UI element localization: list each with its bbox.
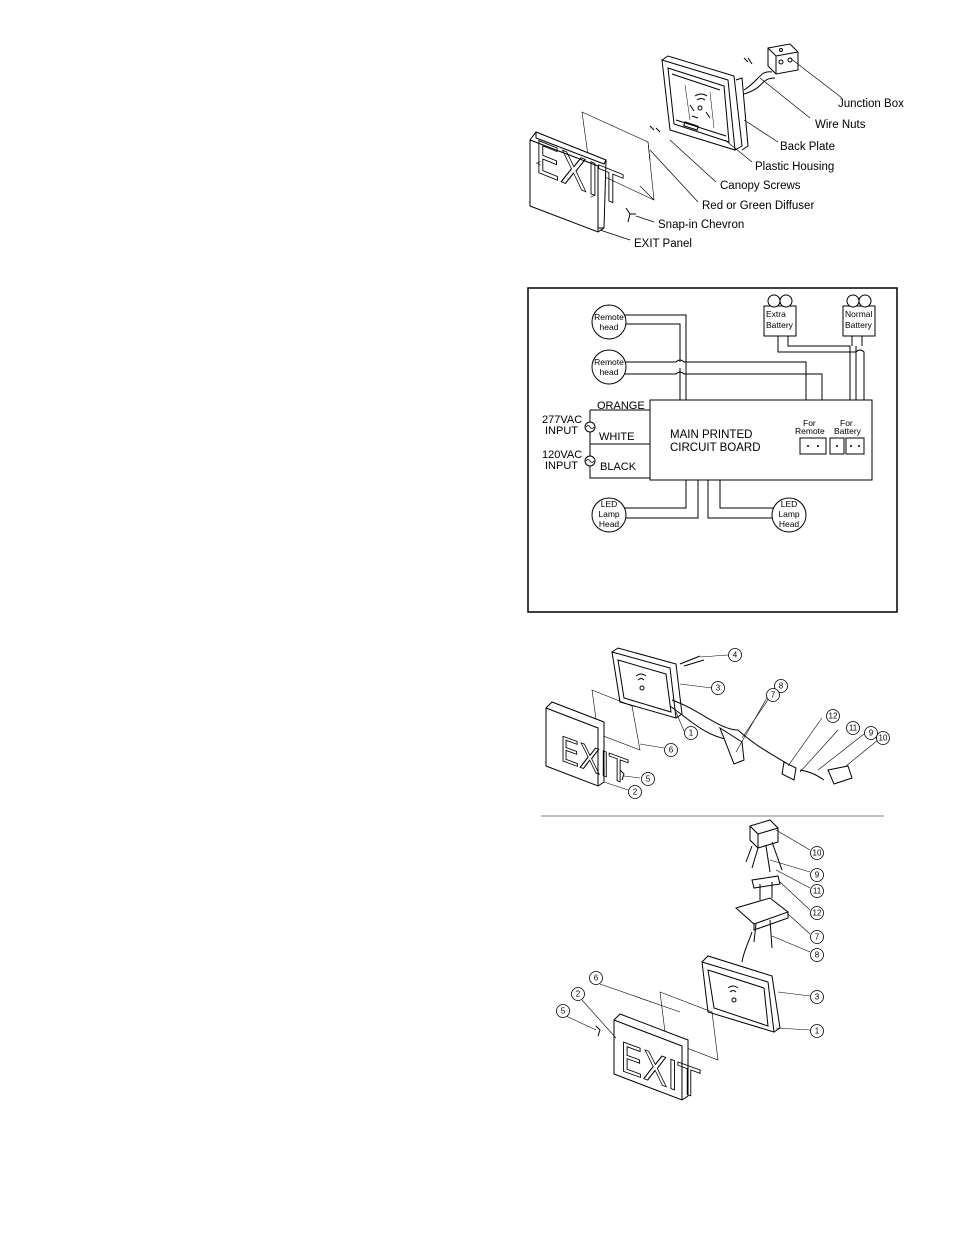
for-remote-label: For [803, 418, 816, 428]
plastic-housing-drawing [661, 55, 743, 151]
led-lamp-head-left-label: LED [601, 499, 618, 509]
label-black: BLACK [600, 461, 637, 473]
svg-text:Head: Head [599, 519, 620, 529]
exploded-view [529, 43, 843, 241]
label-white: WHITE [599, 431, 634, 443]
side-callout-7: 7 [771, 691, 776, 700]
ceiling-callout-6: 6 [594, 974, 599, 983]
side-callout-5: 5 [646, 775, 651, 784]
label-back-plate: Back Plate [780, 141, 835, 153]
ceiling-callout-10: 10 [813, 849, 822, 858]
side-callout-1: 1 [689, 729, 694, 738]
svg-text:head: head [600, 322, 619, 332]
side-callout-9: 9 [869, 729, 874, 738]
svg-text:Remote: Remote [795, 426, 825, 436]
side-mount-callouts [628, 648, 890, 799]
wiring-lines [589, 314, 865, 519]
label-canopy-screws: Canopy Screws [720, 180, 801, 192]
side-callout-8: 8 [779, 682, 784, 691]
ceiling-mount-callouts [556, 846, 824, 1038]
pcb-label-line1: MAIN PRINTED [670, 429, 752, 441]
side-callout-2: 2 [633, 788, 638, 797]
pcb-label-line2: CIRCUIT BOARD [670, 442, 761, 454]
svg-text:Head: Head [779, 519, 800, 529]
led-lamp-head-right [771, 497, 807, 533]
label-wire-nuts: Wire Nuts [815, 119, 866, 131]
normal-battery [842, 294, 876, 337]
ceiling-callout-7: 7 [815, 933, 820, 942]
ceiling-callout-11: 11 [813, 887, 822, 896]
label-120-input: INPUT [545, 460, 578, 472]
remote-head-1 [591, 304, 627, 340]
led-lamp-head-right-label: LED [781, 499, 798, 509]
exit-panel-drawing [529, 131, 607, 233]
remote-head-2-label: Remote [594, 357, 624, 367]
ceiling-callout-2: 2 [576, 990, 581, 999]
side-callout-3: 3 [716, 684, 721, 693]
normal-battery-label: Normal [845, 309, 873, 319]
label-exit-panel: EXIT Panel [634, 238, 692, 250]
remote-head-2 [591, 349, 627, 385]
ceiling-callout-5: 5 [561, 1007, 566, 1016]
side-callout-11: 11 [849, 724, 858, 733]
wiring-diagram-frame [527, 287, 898, 613]
side-callout-4: 4 [733, 651, 738, 660]
svg-text:Lamp: Lamp [598, 509, 620, 519]
side-callout-12: 12 [829, 712, 838, 721]
back-plate-drawing [735, 77, 749, 151]
label-277-input: INPUT [545, 425, 578, 437]
remote-connector [799, 437, 827, 455]
extra-battery [763, 294, 797, 337]
extra-battery-label: Extra [766, 309, 786, 319]
label-junction-box: Junction Box [838, 98, 904, 110]
label-snap-in-chevron: Snap-in Chevron [658, 219, 744, 231]
junction-box-drawing [767, 43, 799, 75]
ceiling-callout-1: 1 [815, 1027, 820, 1036]
side-callout-10: 10 [879, 734, 888, 743]
label-277vac: 277VAC [542, 414, 582, 426]
label-diffuser: Red or Green Diffuser [702, 200, 814, 212]
side-mount-view [545, 647, 879, 791]
ceiling-callout-9: 9 [815, 871, 820, 880]
label-plastic-housing: Plastic Housing [755, 161, 834, 173]
label-120vac: 120VAC [542, 449, 582, 461]
exit-left-arrow: < [536, 158, 541, 168]
for-battery-label: For [840, 418, 853, 428]
svg-text:Battery: Battery [834, 426, 862, 436]
normal-battery-connector [845, 437, 865, 455]
svg-text:Battery: Battery [845, 320, 873, 330]
ceiling-callout-3: 3 [815, 993, 820, 1002]
exit-right-arrow: > [590, 190, 595, 200]
ceiling-callout-12: 12 [813, 909, 822, 918]
svg-text:Battery: Battery [766, 320, 794, 330]
chevron-drawing [625, 207, 636, 223]
remote-head-1-label: Remote [594, 312, 624, 322]
side-callout-6: 6 [669, 746, 674, 755]
ceiling-mount-view [565, 819, 811, 1101]
svg-text:head: head [600, 367, 619, 377]
led-lamp-head-left [591, 497, 627, 533]
svg-text:Lamp: Lamp [778, 509, 800, 519]
label-orange: ORANGE [597, 400, 645, 412]
ceiling-callout-8: 8 [815, 951, 820, 960]
